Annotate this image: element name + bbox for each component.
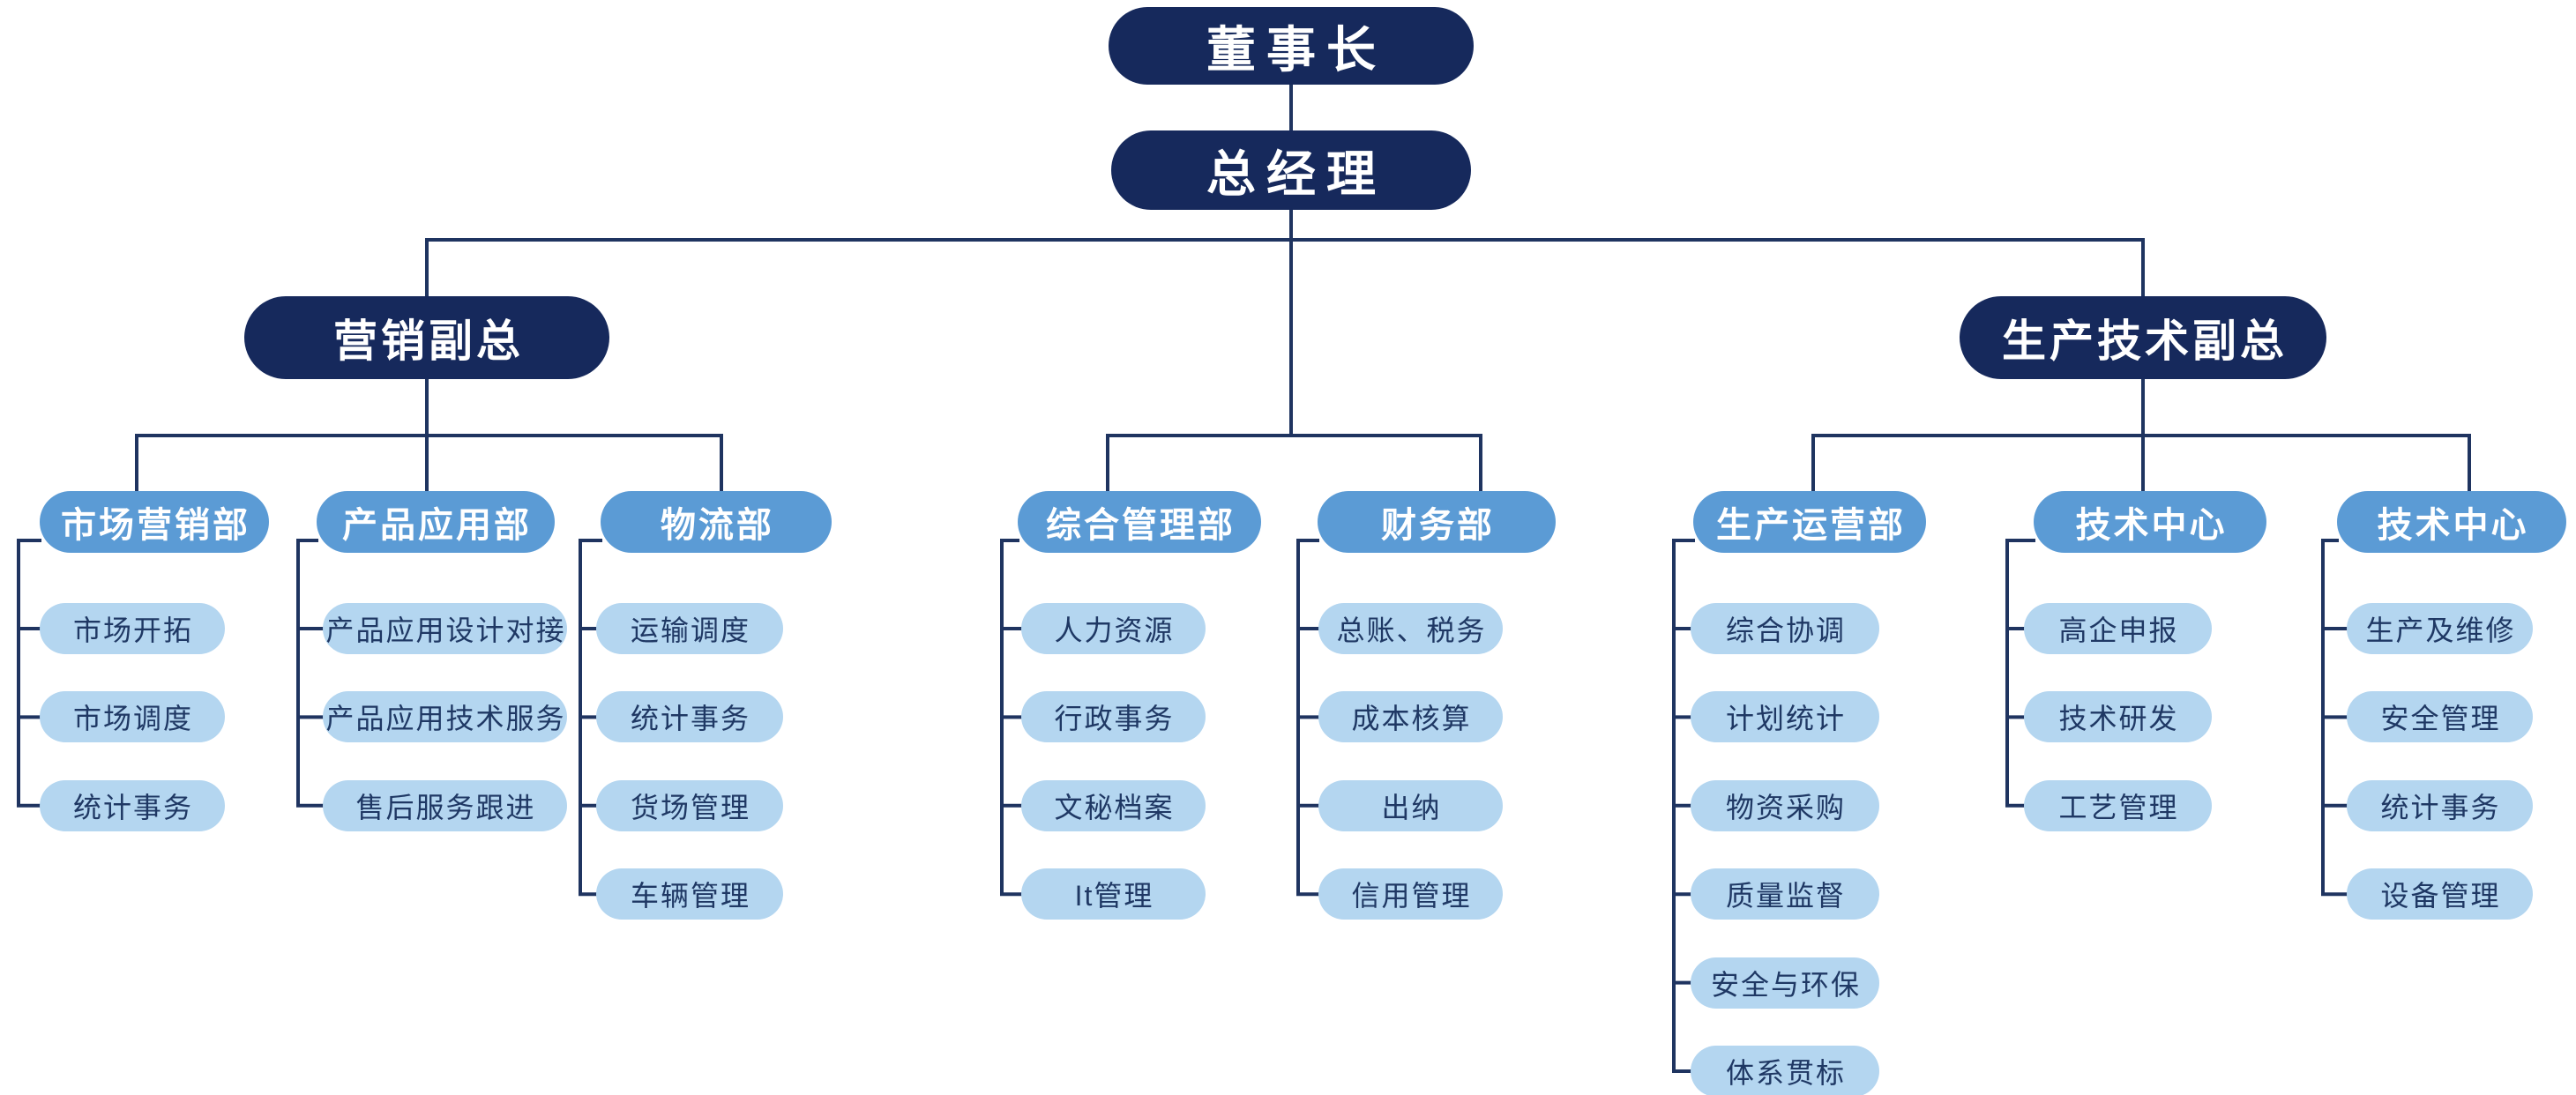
department-node[interactable]: 产品应用部 bbox=[317, 491, 555, 553]
leaf-node[interactable]: 成本核算 bbox=[1318, 691, 1503, 743]
leaf-node[interactable]: 安全管理 bbox=[2347, 691, 2533, 743]
leaf-node[interactable]: 文秘档案 bbox=[1021, 779, 1206, 831]
leaf-node[interactable]: 高企申报 bbox=[2024, 603, 2212, 654]
leaf-node[interactable]: 车辆管理 bbox=[596, 868, 783, 920]
leaf-node[interactable]: 统计事务 bbox=[596, 691, 783, 743]
leaf-node[interactable]: It管理 bbox=[1021, 868, 1206, 920]
leaf-node[interactable]: 技术研发 bbox=[2024, 691, 2212, 743]
department-node[interactable]: 市场营销部 bbox=[40, 491, 269, 553]
leaf-node[interactable]: 货场管理 bbox=[596, 779, 783, 831]
leaf-node[interactable]: 设备管理 bbox=[2347, 868, 2533, 920]
leaf-node[interactable]: 质量监督 bbox=[1691, 868, 1879, 920]
leaf-node[interactable]: 产品应用技术服务 bbox=[323, 691, 567, 743]
general-manager-node[interactable]: 总经理 bbox=[1111, 130, 1471, 210]
leaf-node[interactable]: 生产及维修 bbox=[2347, 603, 2533, 654]
department-node[interactable]: 综合管理部 bbox=[1018, 491, 1261, 553]
leaf-node[interactable]: 行政事务 bbox=[1021, 691, 1206, 743]
chairman-node[interactable]: 董事长 bbox=[1109, 7, 1474, 85]
leaf-node[interactable]: 产品应用设计对接 bbox=[323, 603, 567, 654]
vp-node[interactable]: 生产技术副总 bbox=[1960, 296, 2326, 379]
leaf-node[interactable]: 售后服务跟进 bbox=[323, 779, 567, 831]
leaf-node[interactable]: 统计事务 bbox=[40, 779, 225, 831]
department-node[interactable]: 技术中心 bbox=[2337, 491, 2566, 553]
leaf-node[interactable]: 体系贯标 bbox=[1691, 1046, 1879, 1095]
leaf-node[interactable]: 市场开拓 bbox=[40, 603, 225, 654]
leaf-node[interactable]: 运输调度 bbox=[596, 603, 783, 654]
leaf-node[interactable]: 信用管理 bbox=[1318, 868, 1503, 920]
department-node[interactable]: 生产运营部 bbox=[1693, 491, 1926, 553]
leaf-node[interactable]: 工艺管理 bbox=[2024, 779, 2212, 831]
leaf-node[interactable]: 出纳 bbox=[1318, 779, 1503, 831]
leaf-node[interactable]: 安全与环保 bbox=[1691, 957, 1879, 1009]
leaf-node[interactable]: 市场调度 bbox=[40, 691, 225, 743]
leaf-node[interactable]: 物资采购 bbox=[1691, 779, 1879, 831]
department-node[interactable]: 物流部 bbox=[601, 491, 832, 553]
leaf-node[interactable]: 计划统计 bbox=[1691, 691, 1879, 743]
vp-node[interactable]: 营销副总 bbox=[244, 296, 609, 379]
department-node[interactable]: 财务部 bbox=[1318, 491, 1556, 553]
leaf-node[interactable]: 统计事务 bbox=[2347, 779, 2533, 831]
leaf-node[interactable]: 总账、税务 bbox=[1318, 603, 1503, 654]
leaf-node[interactable]: 综合协调 bbox=[1691, 603, 1879, 654]
leaf-node[interactable]: 人力资源 bbox=[1021, 603, 1206, 654]
department-node[interactable]: 技术中心 bbox=[2034, 491, 2266, 553]
